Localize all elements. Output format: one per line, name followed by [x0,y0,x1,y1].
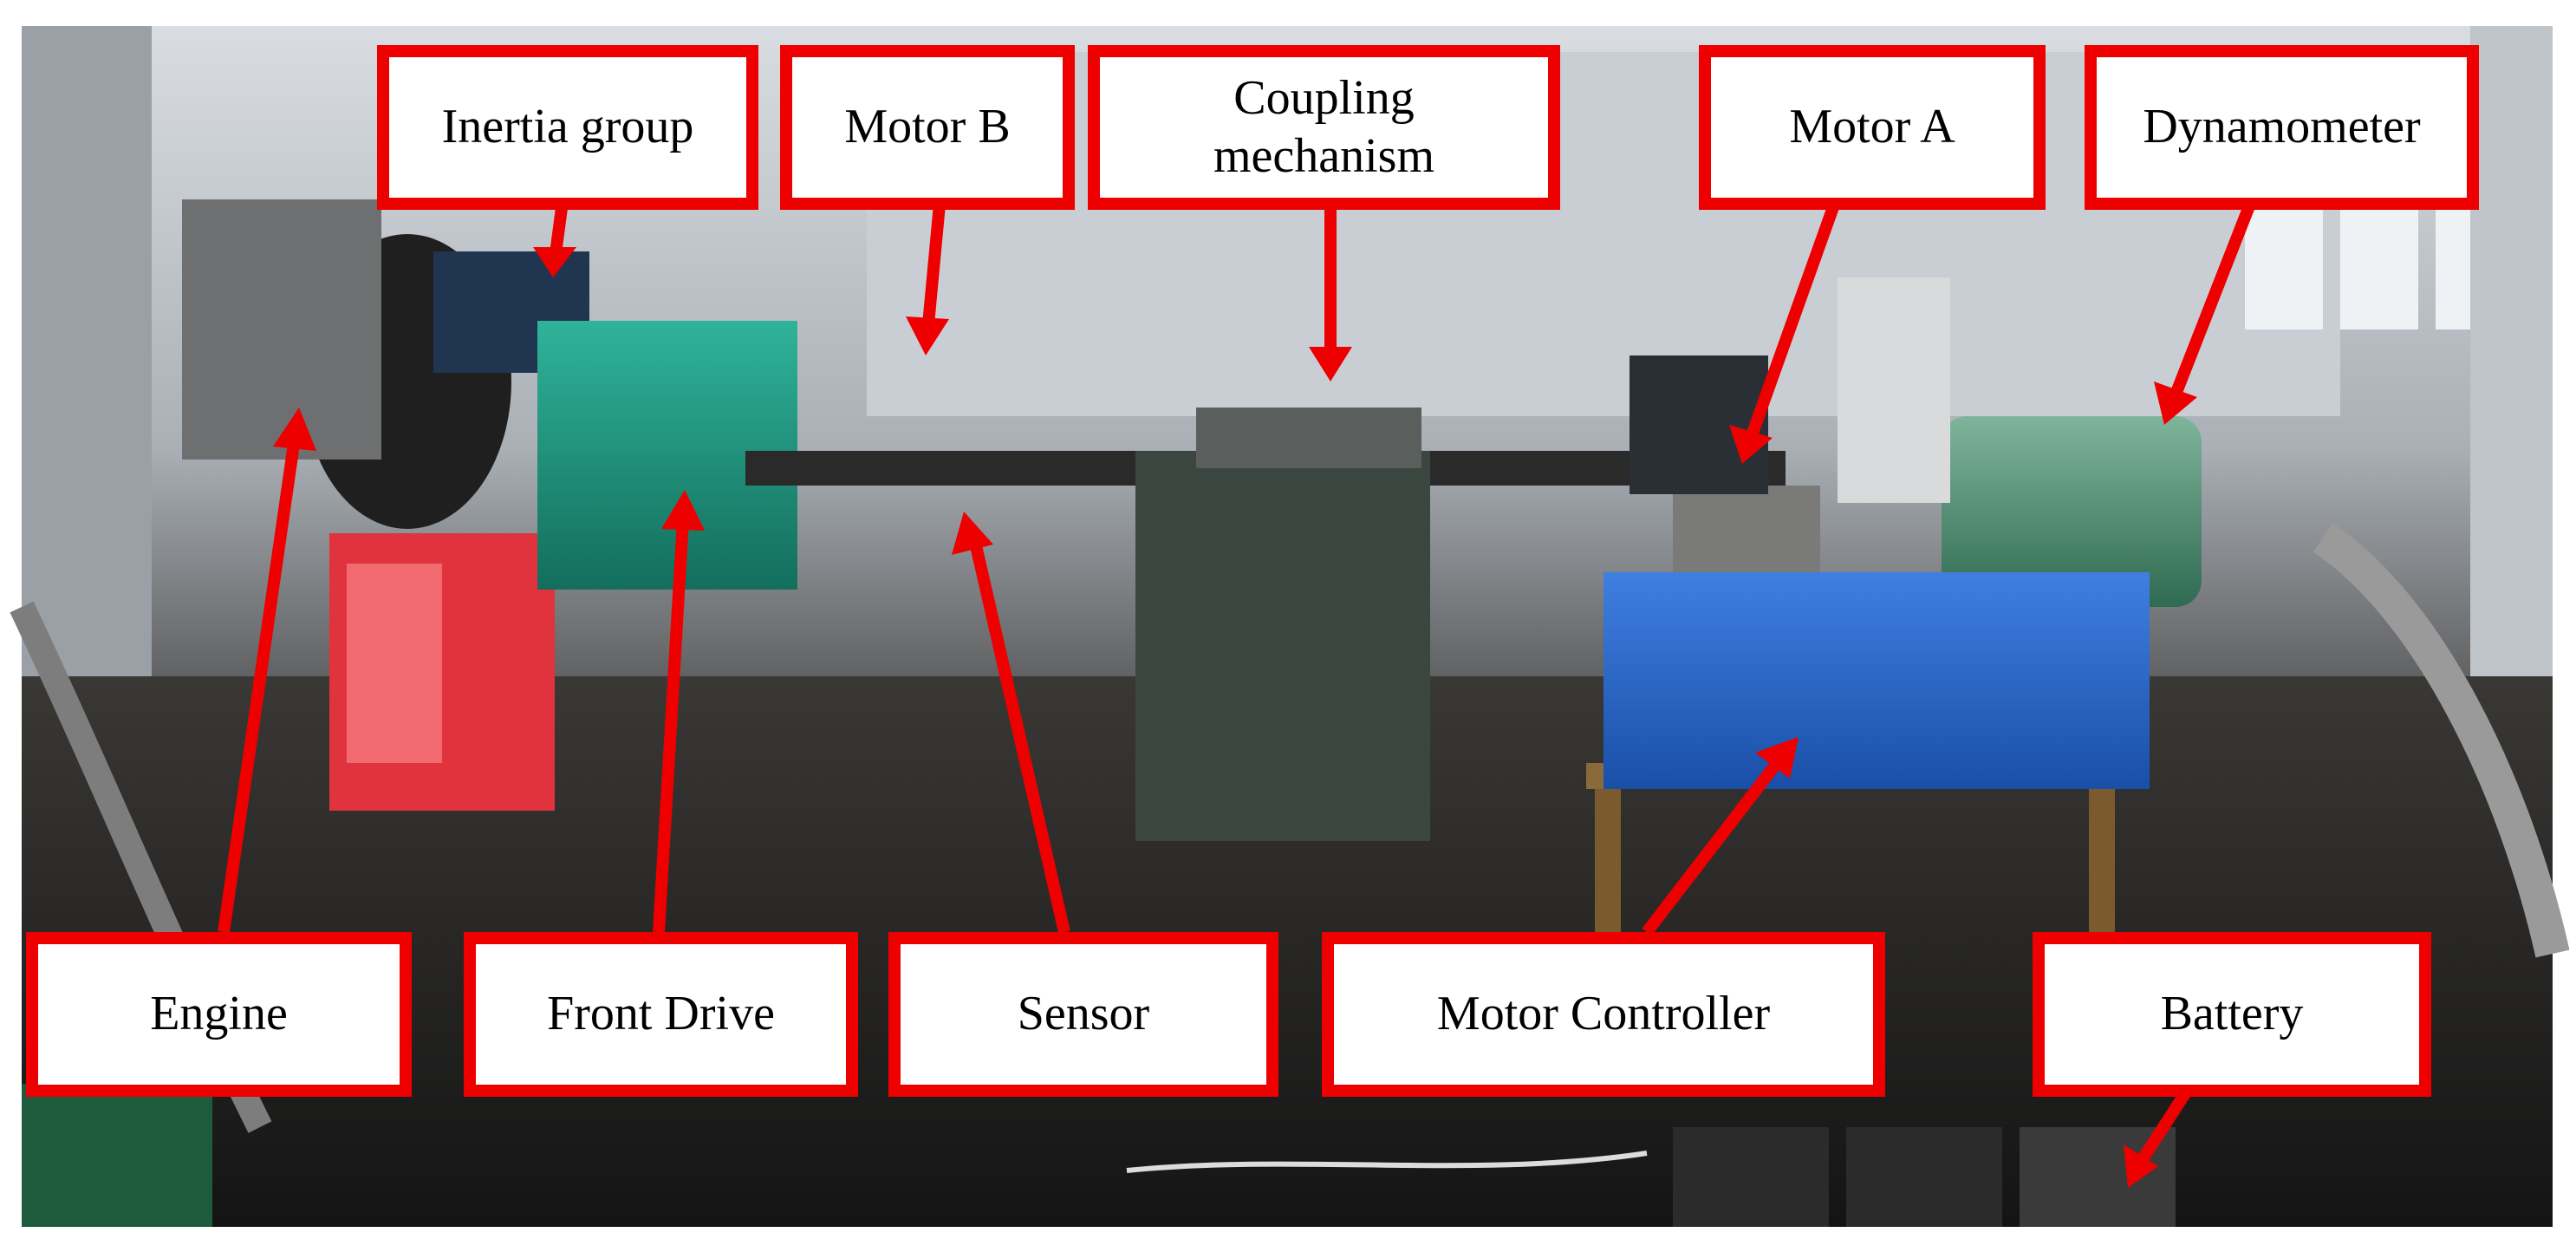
right-wall [2470,26,2553,702]
window-2 [2340,199,2418,329]
arrow-battery [2136,1085,2194,1165]
label-dynamometer: Dynamometer [2085,45,2479,210]
arrow-engine [218,437,301,933]
label-sensor-text: Sensor [1017,987,1150,1041]
control-cabinet [1838,277,1950,503]
coupling-top [1196,408,1421,468]
arrowhead-motor-b [906,316,949,355]
label-motor-a: Motor A [1699,45,2046,210]
arrowhead-motor-controller [1755,737,1799,779]
label-coupling-mechanism-line1: Coupling [1233,70,1415,125]
annotation-arrows [218,192,2260,1188]
red-cart-panel [347,564,442,763]
label-motor-b-text: Motor B [844,100,1011,154]
arrow-motor-a [1745,192,1844,440]
arrowhead-engine [273,408,316,451]
label-motor-a-text: Motor A [1789,100,1955,154]
arrowhead-front-drive [661,490,705,531]
label-front-drive: Front Drive [464,932,858,1097]
arrow-motor-b [921,194,946,335]
arrowhead-dynamometer [2154,381,2197,425]
floor-green-mat [22,1084,212,1227]
label-coupling-mechanism-line2: mechanism [1213,129,1435,183]
label-motor-b: Motor B [780,45,1075,210]
arrowhead-coupling [1309,347,1352,381]
arrow-front-drive [653,519,689,933]
arrow-dynamometer [2169,192,2260,397]
label-front-drive-text: Front Drive [547,987,775,1041]
label-inertia-group: Inertia group [377,45,758,210]
coupling-stand [1135,451,1430,841]
motor-a-rear [1630,355,1768,494]
floor-cable [1126,1151,1648,1173]
arrow-motor-controller [1642,759,1782,936]
label-coupling-mechanism: Coupling mechanism [1088,45,1560,210]
arrowhead-sensor [952,512,993,555]
label-motor-controller-text: Motor Controller [1436,987,1771,1041]
battery-pack-1 [1673,1127,1829,1227]
label-engine: Engine [26,932,412,1097]
label-battery-text: Battery [2160,987,2304,1041]
label-inertia-group-text: Inertia group [441,100,694,154]
battery-pack-2 [1846,1127,2002,1227]
label-sensor: Sensor [888,932,1278,1097]
dynamometer-body [1942,416,2202,607]
hose-right [2313,523,2570,958]
window-1 [2245,199,2323,329]
label-dynamometer-text: Dynamometer [2143,100,2421,154]
label-motor-controller: Motor Controller [1322,932,1885,1097]
arrowhead-battery [2124,1144,2158,1188]
label-engine-text: Engine [150,987,288,1041]
motor-controller-box-left [1603,572,1864,789]
engine-block [182,199,381,460]
arrowhead-inertia-group [533,247,576,277]
arrow-sensor [969,540,1070,934]
label-battery: Battery [2033,932,2431,1097]
motor-controller-box-right [1864,572,2150,789]
arrowhead-motor-a [1729,425,1773,464]
